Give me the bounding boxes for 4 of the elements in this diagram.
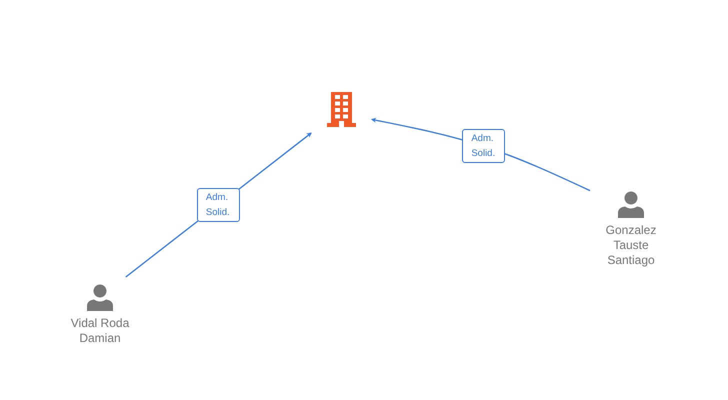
edge-label: Adm. Solid. (462, 129, 506, 164)
edge-label: Adm. Solid. (196, 188, 240, 222)
person-name: Gonzalez Tauste Santiago (604, 223, 658, 268)
person-name: Vidal Roda Damian (70, 316, 130, 346)
